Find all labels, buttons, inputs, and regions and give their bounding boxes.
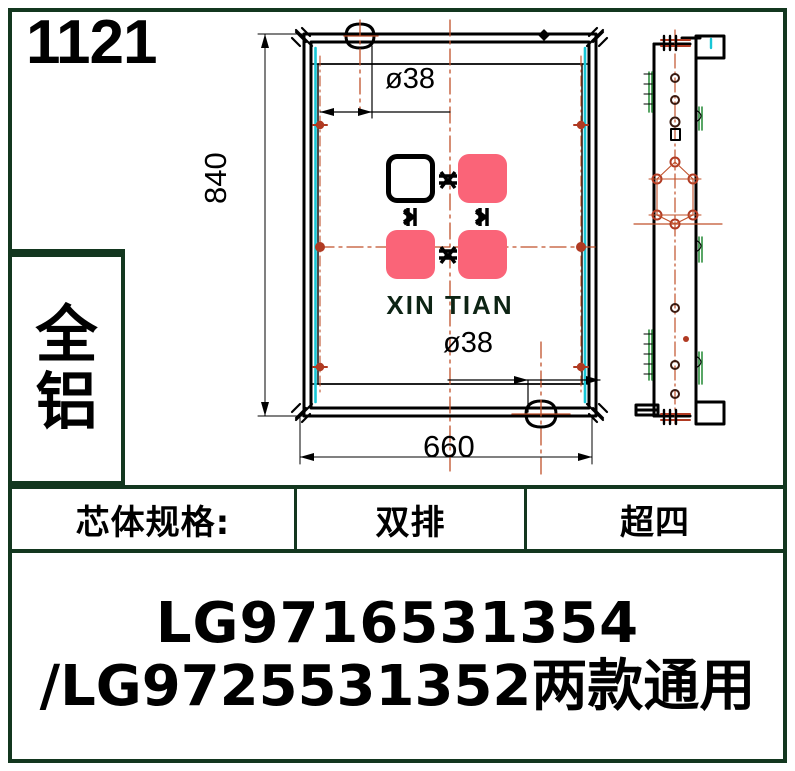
spec-table-row: 芯体规格: 双排 超四 [12,485,783,553]
material-char-1: 全 [35,298,98,372]
dimension-height: 840 [198,152,233,204]
part-number-line-1: LG9716531354 [155,591,640,657]
part-number-block: LG9716531354 /LG9725531352两款通用 [12,553,783,759]
dimension-outlet-diameter: ø38 [443,327,493,359]
dimension-inlet-diameter: ø38 [385,63,435,95]
divider-above-material-box [12,249,125,253]
spec-value-grade: 超四 [620,502,690,543]
spec-label: 芯体规格: [12,489,297,549]
material-box: 全 铝 [12,253,125,485]
dimension-width: 660 [423,429,475,464]
material-char-2: 铝 [35,365,98,438]
spec-value-rows: 双排 [297,489,527,549]
part-number-line-2: /LG9725531352两款通用 [39,654,756,719]
sheet-id-number: 1121 [26,8,158,77]
technical-drawing [130,12,783,485]
